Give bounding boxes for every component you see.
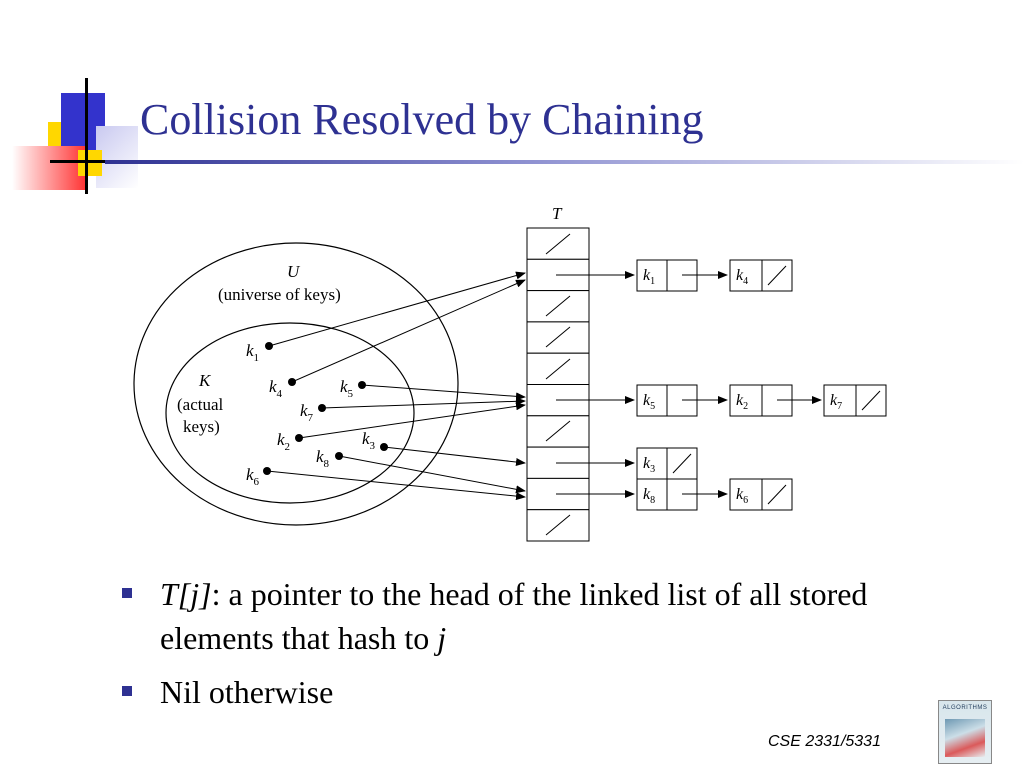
course-footer: CSE 2331/5331 [768, 733, 881, 750]
bullet-item: Nil otherwise [122, 670, 982, 714]
book-cover-title: ALGORITHMS [942, 705, 988, 711]
bullet-square-icon [122, 588, 132, 598]
key-label-k8: k8 [316, 447, 330, 470]
deco-vertical-line [85, 78, 88, 194]
title-underline [105, 160, 1024, 164]
nil-slash [545, 295, 571, 317]
deco-red-bar [12, 146, 86, 190]
deco-horizontal-line [50, 160, 110, 163]
universe-desc: (universe of keys) [218, 285, 341, 304]
bullet-text: Nil otherwise [160, 674, 334, 710]
node-label: k6 [736, 486, 748, 506]
key-label-k3: k3 [362, 429, 376, 452]
chain-node-k6: k6 [729, 478, 793, 511]
key-label-k7: k7 [300, 401, 314, 424]
book-cover-art [945, 719, 985, 757]
key-label-k6: k6 [246, 465, 260, 488]
hash-arrow-k5 [361, 384, 526, 401]
chain-node-k3: k3 [636, 447, 698, 480]
bullet-square-icon [122, 686, 132, 696]
bullet-term: T[j] [160, 576, 212, 612]
bullet-list: T[j]: a pointer to the head of the linke… [122, 572, 982, 724]
universe-ellipse [133, 242, 459, 526]
key-label-k4: k4 [269, 377, 283, 400]
chain-node-k8: k8 [636, 478, 698, 511]
node-label: k4 [736, 267, 748, 287]
chain-node-k7: k7 [823, 384, 887, 417]
hash-arrow-k4 [291, 279, 526, 383]
hash-arrow-k8 [338, 455, 526, 494]
node-label: k5 [643, 392, 655, 412]
table-label: T [552, 204, 563, 223]
bullet-text: : a pointer to the head of the linked li… [160, 576, 868, 656]
nil-slash [545, 420, 571, 442]
hash-arrow-k6 [266, 470, 526, 501]
hash-arrow-k1 [268, 271, 526, 347]
actual-label: K [198, 371, 212, 390]
hash-arrow-k2 [298, 402, 526, 439]
book-cover-image: ALGORITHMS [938, 700, 992, 764]
bullet-item: T[j]: a pointer to the head of the linke… [122, 572, 982, 660]
universe-label: U [287, 262, 301, 281]
bullet-term-end: j [437, 620, 447, 656]
nil-slash [545, 326, 571, 348]
node-label: k1 [643, 267, 655, 287]
nil-slash [545, 358, 571, 380]
deco-yellow-small [78, 150, 102, 176]
deco-light-square [96, 126, 138, 188]
key-label-k1: k1 [246, 341, 259, 364]
actual-desc-1: (actual [177, 395, 224, 414]
actual-desc-2: keys) [183, 417, 220, 436]
key-label-k5: k5 [340, 377, 354, 400]
chain-node-k4: k4 [729, 259, 793, 292]
node-label: k8 [643, 486, 655, 506]
nil-slash [545, 514, 571, 536]
actual-keys-ellipse [165, 322, 415, 504]
hash-arrow-k3 [383, 446, 526, 466]
nil-slash [545, 233, 571, 255]
slide-title: Collision Resolved by Chaining [140, 95, 704, 144]
node-label: k3 [643, 455, 655, 475]
node-label: k7 [830, 392, 842, 412]
key-label-k2: k2 [277, 430, 290, 453]
node-label: k2 [736, 392, 748, 412]
hash-arrow-k7 [321, 397, 526, 409]
